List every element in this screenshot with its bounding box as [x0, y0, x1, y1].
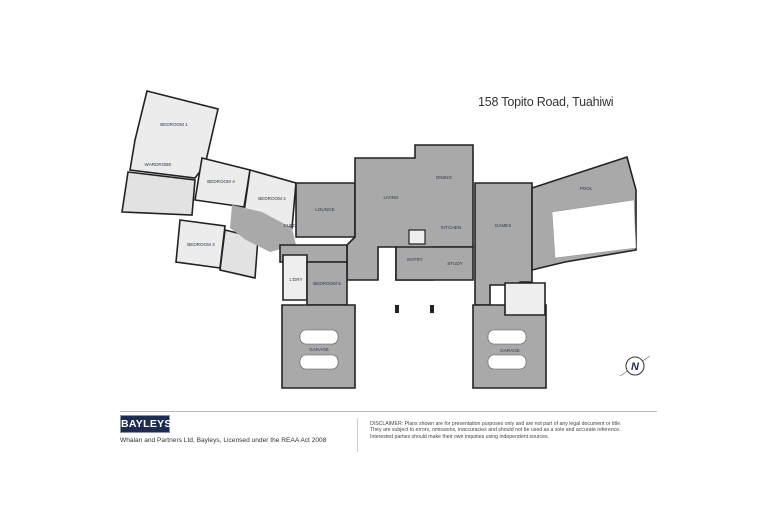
- wing-hall: [121, 171, 196, 216]
- garage-right: [472, 304, 547, 389]
- car-icon: [299, 329, 339, 345]
- disclaimer: DISCLAIMER: Plans shown are for presenta…: [370, 421, 670, 440]
- patio: [504, 282, 546, 316]
- disclaimer-line: Interested parties should make their own…: [370, 433, 550, 440]
- disclaimer-line: They are subject to errors, omissions, i…: [370, 427, 621, 434]
- room-label: BEDROOM 2: [258, 196, 286, 201]
- car-icon: [487, 354, 527, 370]
- room-label: LOUNGE: [315, 207, 334, 212]
- room-label: BEDROOM 4: [207, 179, 235, 184]
- room-label: DINING: [436, 175, 453, 180]
- footer-divider: [120, 411, 657, 412]
- room-label: LIVING: [383, 195, 398, 200]
- compass-label: N: [631, 361, 640, 373]
- room-label: WARDROBE: [145, 162, 172, 167]
- room-label: BEDROOM 1: [160, 122, 188, 127]
- garage-left: [281, 304, 356, 389]
- room-label: POOL: [580, 186, 593, 191]
- car-icon: [299, 354, 339, 370]
- room-label: STUDY: [447, 261, 463, 266]
- hall-blob: [230, 205, 296, 252]
- bedroom-1: [129, 90, 219, 179]
- kitchen-island: [408, 229, 426, 245]
- entry-study: [395, 246, 474, 281]
- pillar: [430, 305, 434, 313]
- agent-license: Whalan and Partners Ltd, Bayleys, Licens…: [120, 437, 327, 444]
- room-label: L'DRY: [289, 277, 302, 282]
- north-compass-icon: N: [619, 355, 651, 377]
- room-label: BEDROOM 5: [313, 281, 341, 286]
- bayleys-logo: BAYLEYS: [120, 415, 171, 433]
- footer-vertical-divider: [357, 418, 358, 452]
- pool-water: [551, 199, 637, 259]
- pillar: [395, 305, 399, 313]
- car-icon: [487, 329, 527, 345]
- room-label: GAMES: [495, 223, 512, 228]
- room-label: GARAGE: [500, 348, 520, 353]
- room-label: CUPD: [283, 223, 297, 228]
- disclaimer-line: DISCLAIMER: Plans shown are for presenta…: [370, 421, 622, 427]
- property-address: 158 Topito Road, Tuahiwi: [478, 95, 614, 109]
- room-label: BEDROOM 3: [187, 242, 215, 247]
- room-label: KITCHEN: [441, 225, 461, 230]
- room-label: GARAGE: [309, 347, 329, 352]
- room-label: ENTRY: [407, 257, 423, 262]
